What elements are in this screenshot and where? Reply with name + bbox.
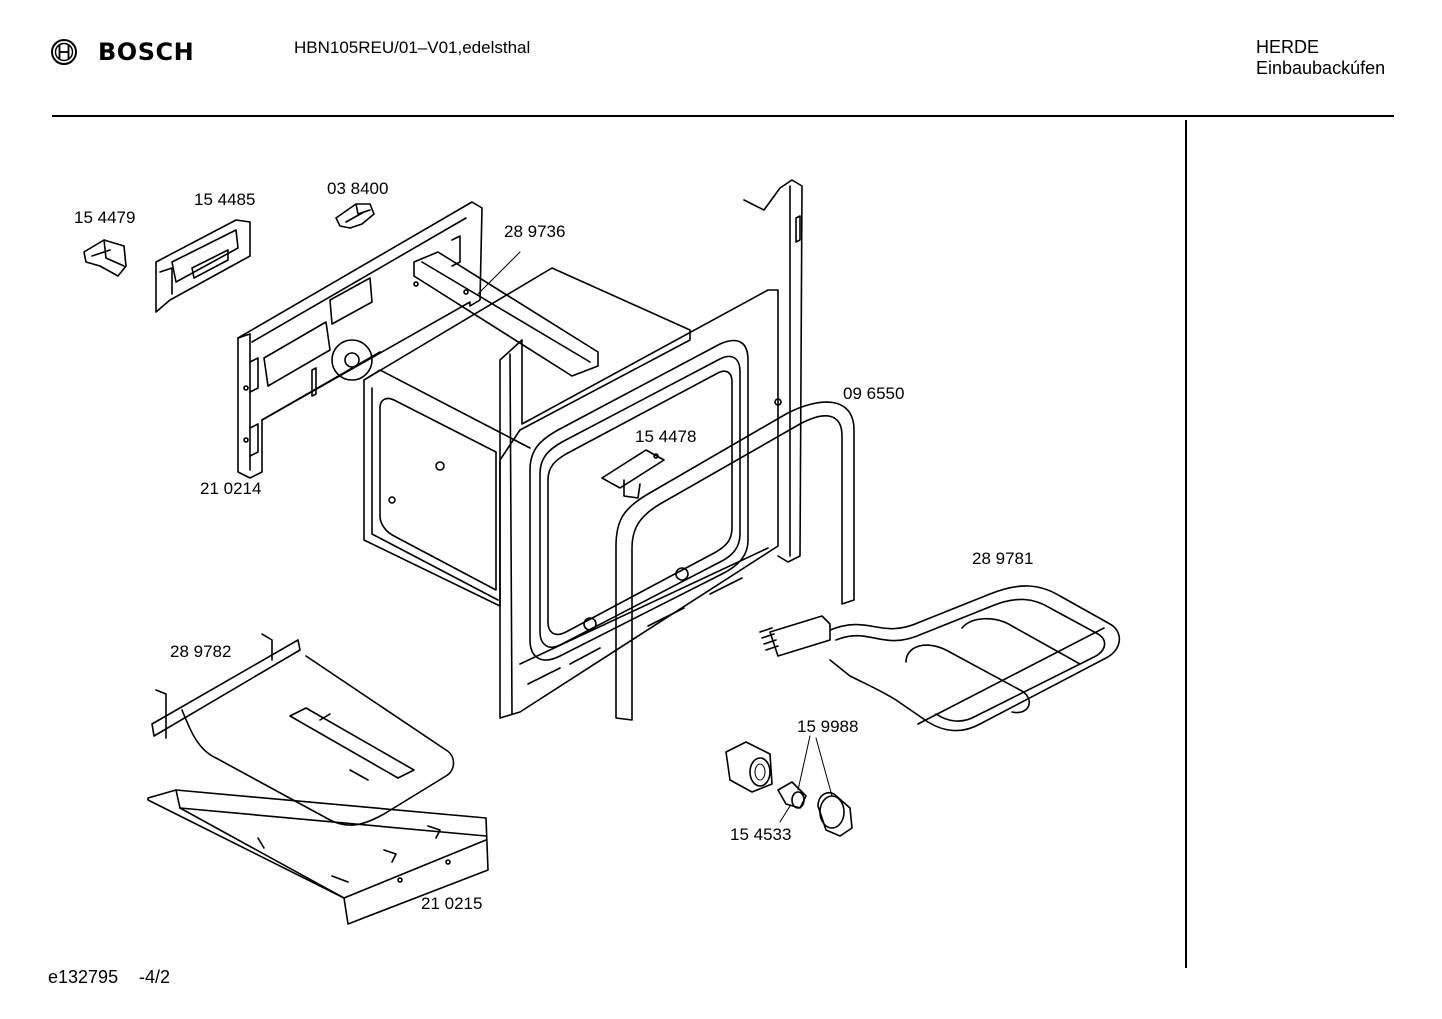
label-096550: 09 6550 [843,384,905,403]
part-154479-clip [83,239,127,277]
label-154478: 15 4478 [635,427,697,446]
label-289781: 28 9781 [972,549,1034,568]
label-289736: 28 9736 [504,222,566,241]
part-289782-wire-rack [151,633,455,826]
document-id: e132795 [48,967,119,987]
part-154485-switch-bracket [155,219,251,313]
category-line-1: HERDE [1256,37,1320,57]
part-154533-bulb [777,781,807,809]
bosch-logo: BOSCH [50,38,194,66]
category-label: HERDE Einbaubackúfen [1256,37,1385,79]
part-oven-muffle [363,267,691,607]
page-number: -4/2 [139,967,171,987]
part-oven-front-frame [499,289,779,719]
part-210215-bottom-tray [147,789,489,925]
label-154485: 15 4485 [194,190,256,209]
header-rule [52,115,1394,117]
label-289782: 28 9782 [170,642,232,661]
brand-name: BOSCH [98,38,195,66]
part-096550-door-seal [615,401,855,721]
part-side-bracket [743,179,803,563]
part-159988-lamp-socket [725,741,773,793]
part-210214-rear-panel [237,201,483,479]
label-210214: 21 0214 [200,479,262,498]
label-154533: 15 4533 [730,825,792,844]
label-154479: 15 4479 [74,208,136,227]
label-159988: 15 9988 [797,717,859,736]
bosch-armature-icon [51,39,77,65]
part-159988-lamp-cover [817,791,853,837]
part-154478-bracket [601,449,665,499]
label-210215: 21 0215 [421,894,483,913]
leader-lines [779,735,833,823]
part-038400-hook [335,203,375,229]
part-289736-upper-element [413,251,599,377]
label-038400: 03 8400 [327,179,389,198]
model-number: HBN105REU/01–V01,edelsthal [294,38,531,57]
margin-rule [1185,120,1187,968]
part-289781-heating-element [759,585,1121,732]
category-line-2: Einbaubackúfen [1256,58,1386,78]
